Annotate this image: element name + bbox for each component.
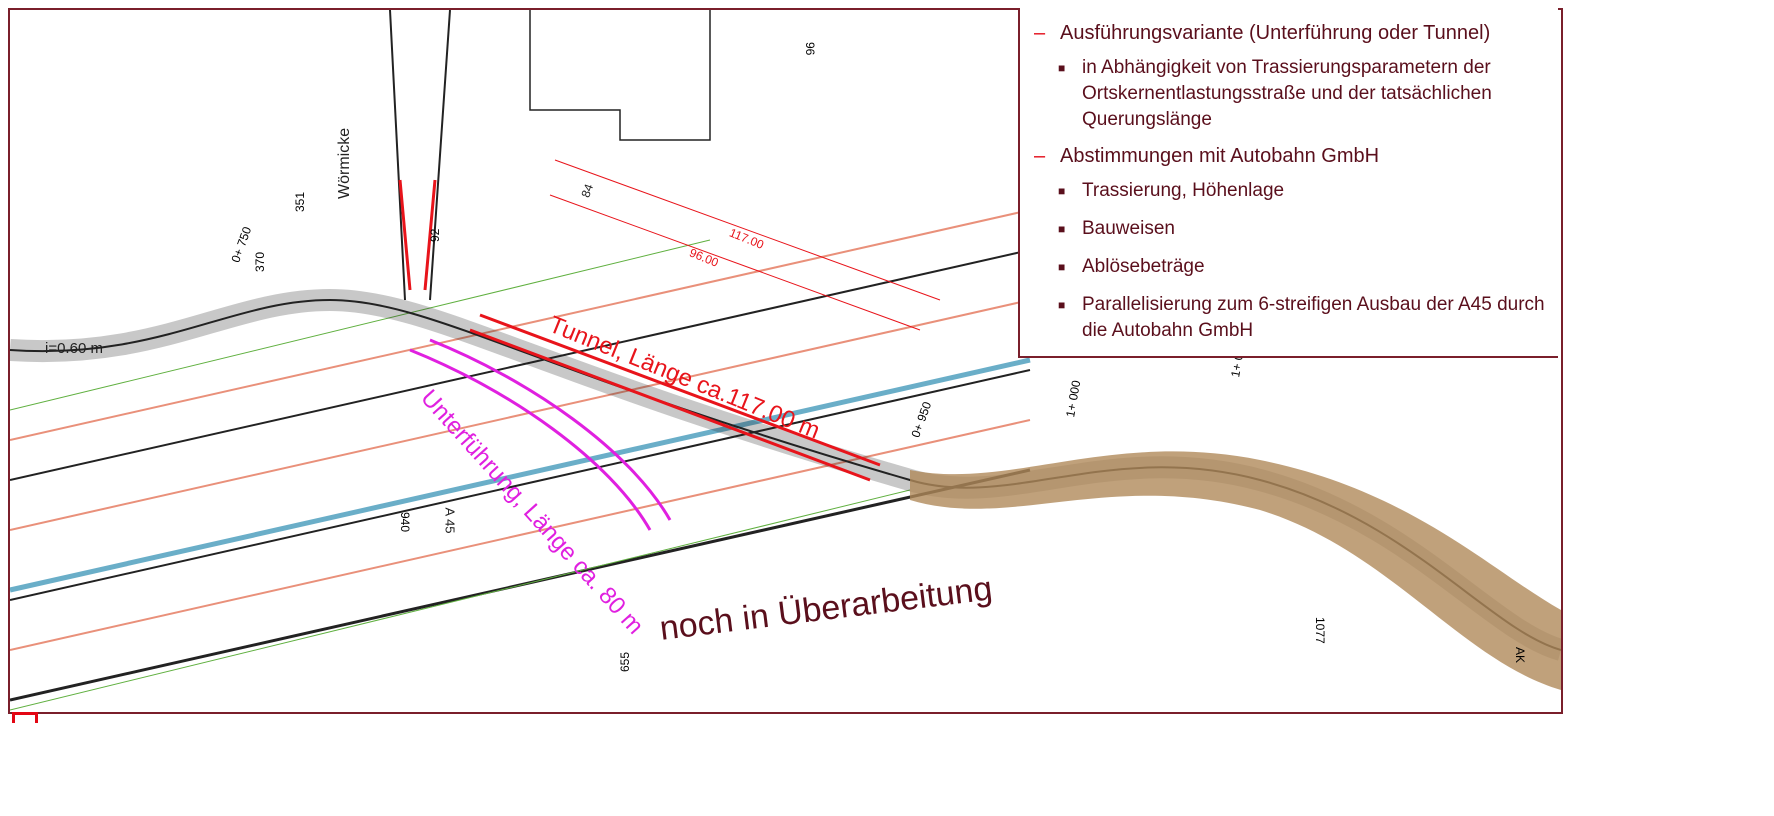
number-92: 92 — [428, 228, 442, 242]
number-351: 351 — [293, 191, 307, 212]
number-370: 370 — [253, 251, 267, 272]
dash-icon: – — [1034, 145, 1046, 167]
bullet-text: Trassierung, Höhenlage — [1082, 180, 1285, 201]
number-96: 96 — [803, 42, 817, 56]
underpass-outline — [409, 338, 672, 531]
heading-text: Ausführungsvariante (Unterführung oder T… — [1060, 22, 1491, 44]
number-940: 940 — [398, 512, 412, 533]
square-bullet-icon: ■ — [1058, 184, 1066, 198]
bullet-text: Ablösebeträge — [1082, 256, 1205, 277]
number-1077: 1077 — [1313, 617, 1327, 644]
dash-icon: – — [1034, 22, 1046, 44]
bullet: ■ in Abhängigkeit von Trassierungsparamet… — [1058, 55, 1548, 133]
earthwork-area — [910, 451, 1561, 690]
number-655: 655 — [618, 651, 632, 672]
corner-mark — [12, 712, 38, 723]
building — [529, 10, 711, 141]
info-box: –Ausführungsvariante (Unterführung oder … — [1018, 8, 1558, 358]
bullet-text: in Abhängigkeit von Trassierungsparamete… — [1082, 57, 1492, 130]
bullet-text: Parallelisierung zum 6-streifigen Ausbau… — [1082, 294, 1545, 341]
square-bullet-icon: ■ — [1058, 260, 1066, 274]
motorway-a45 — [10, 209, 1031, 702]
square-bullet-icon: ■ — [1058, 222, 1066, 236]
bullet: ■ Bauweisen — [1058, 216, 1548, 242]
embankment-hatching — [10, 239, 911, 711]
bullet: ■ Trassierung, Höhenlage — [1058, 178, 1548, 204]
street-label: Wörmicke — [336, 127, 353, 199]
site-plan-drawing — [10, 10, 1561, 711]
bullet: ■ Parallelisierung zum 6-streifigen Ausba… — [1058, 292, 1548, 344]
tunnel-outline — [469, 313, 881, 482]
dimension-lines — [549, 159, 941, 331]
number-ak: AK — [1513, 647, 1527, 664]
heading-coordination: –Abstimmungen mit Autobahn GmbH — [1034, 145, 1548, 168]
heading-text: Abstimmungen mit Autobahn GmbH — [1060, 145, 1380, 167]
bullet-text: Bauweisen — [1082, 218, 1175, 239]
gradient-label: i=0.60 m — [45, 340, 103, 357]
heading-variant: –Ausführungsvariante (Unterführung oder … — [1034, 22, 1548, 45]
square-bullet-icon: ■ — [1058, 298, 1066, 312]
bullet: ■ Ablösebeträge — [1058, 254, 1548, 280]
square-bullet-icon: ■ — [1058, 61, 1066, 75]
motorway-label: A 45 — [442, 507, 458, 534]
street-woermicke — [389, 10, 451, 301]
